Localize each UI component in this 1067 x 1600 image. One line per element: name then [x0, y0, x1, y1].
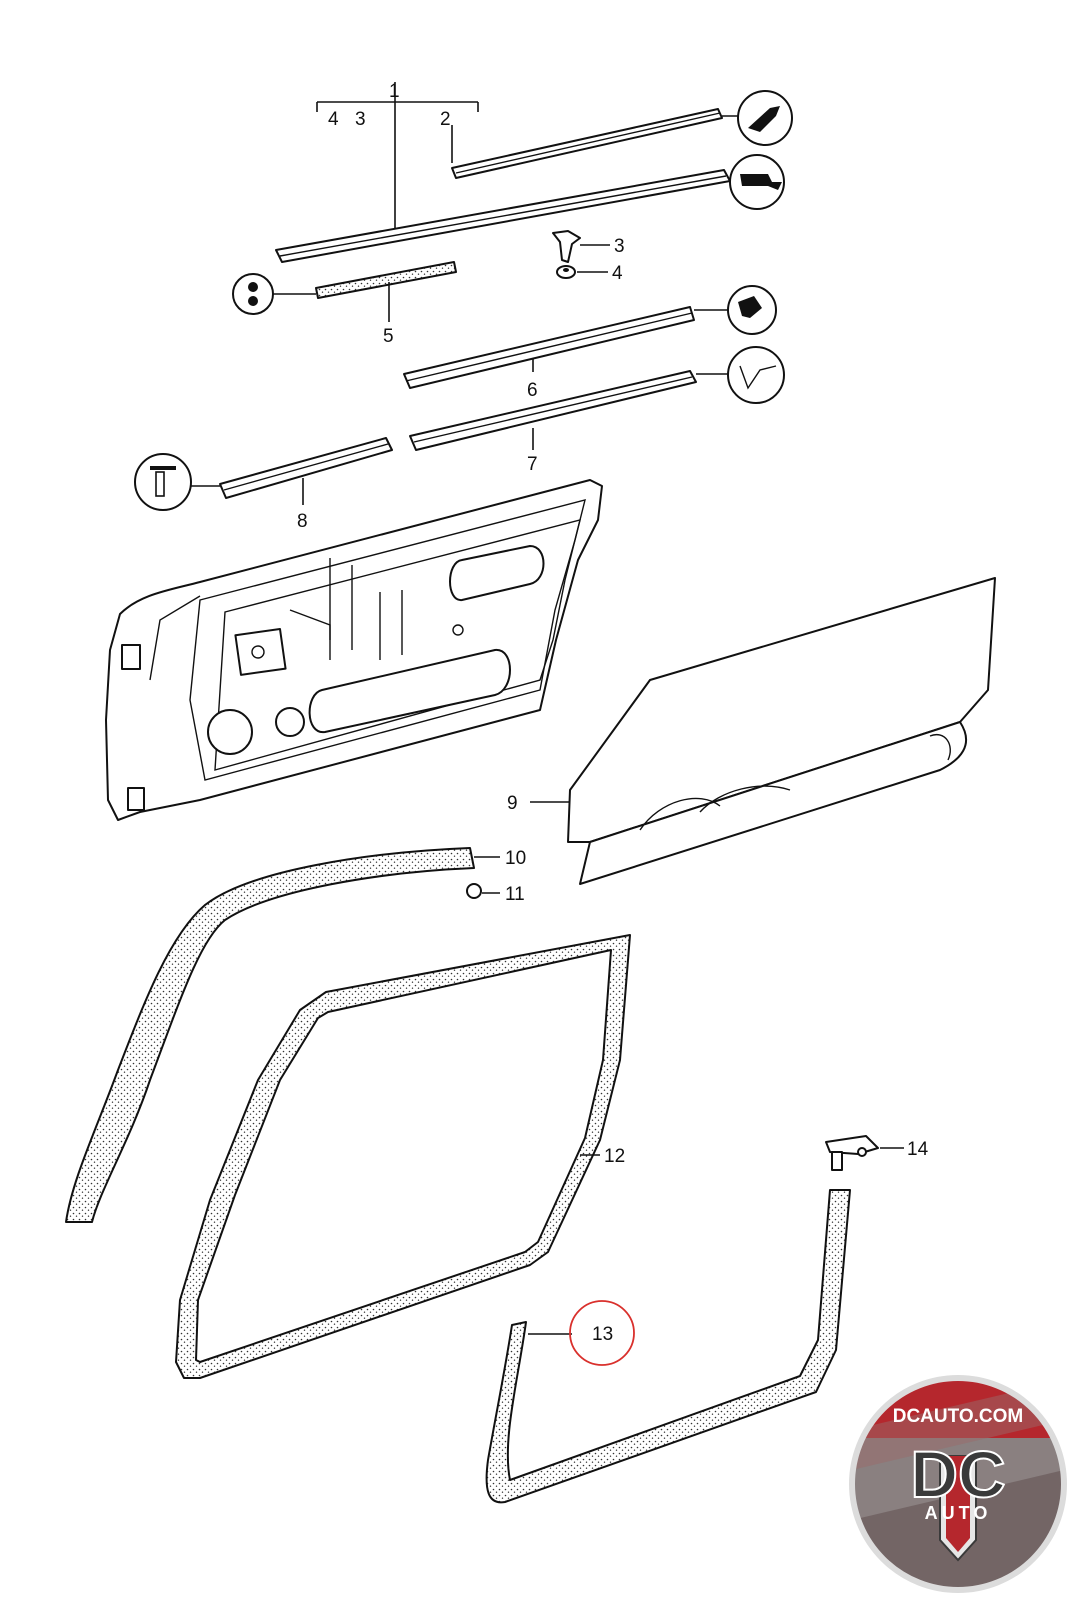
part-7-channel: 7 [409, 346, 785, 475]
part-13-lower-seal: 13 [485, 1189, 851, 1504]
part-4-nut: 4 [556, 263, 623, 284]
part-9-vapor-barrier: 9 [507, 577, 996, 885]
part-14-retainer: 14 [825, 1135, 929, 1171]
callout-2: 2 [440, 109, 451, 130]
callout-8: 8 [297, 511, 308, 532]
callout-13: 13 [592, 1324, 613, 1345]
part-10-upper-seal: 10 [65, 847, 526, 1223]
callout-3-group: 3 [355, 109, 366, 130]
callout-6: 6 [527, 380, 538, 401]
callout-3: 3 [614, 236, 625, 257]
callout-12: 12 [604, 1146, 625, 1167]
callout-11: 11 [505, 884, 525, 905]
callout-4-group: 4 [328, 109, 339, 130]
callout-10: 10 [505, 848, 526, 869]
part-12-door-seal: 12 [175, 934, 631, 1379]
dcauto-logo: DCAUTO.COM DC AUTO [849, 1375, 1067, 1593]
detail-circle-5 [232, 273, 274, 315]
part-6-inner-strip: 6 [403, 285, 777, 401]
door-shell [105, 479, 603, 821]
callout-1: 1 [389, 81, 400, 102]
part-8-channel-short: 8 [134, 437, 393, 532]
part-11-screw: 11 [466, 883, 525, 905]
logo-mark: DC [910, 1437, 1005, 1511]
callout-group-1: 1 4 3 2 [316, 81, 479, 232]
part-3-clip: 3 [552, 230, 625, 263]
callout-7: 7 [527, 454, 538, 475]
logo-word: AUTO [925, 1503, 992, 1523]
callout-4: 4 [612, 263, 623, 284]
part-2-window-strip [451, 90, 793, 179]
callout-9: 9 [507, 793, 518, 814]
highlight-circle-13 [569, 1300, 635, 1366]
part-5-seal-strip: 5 [232, 261, 457, 347]
callout-5: 5 [383, 326, 394, 347]
part-1-belt-molding [275, 154, 785, 263]
callout-14: 14 [907, 1139, 929, 1160]
logo-site-text: DCAUTO.COM [893, 1406, 1024, 1427]
